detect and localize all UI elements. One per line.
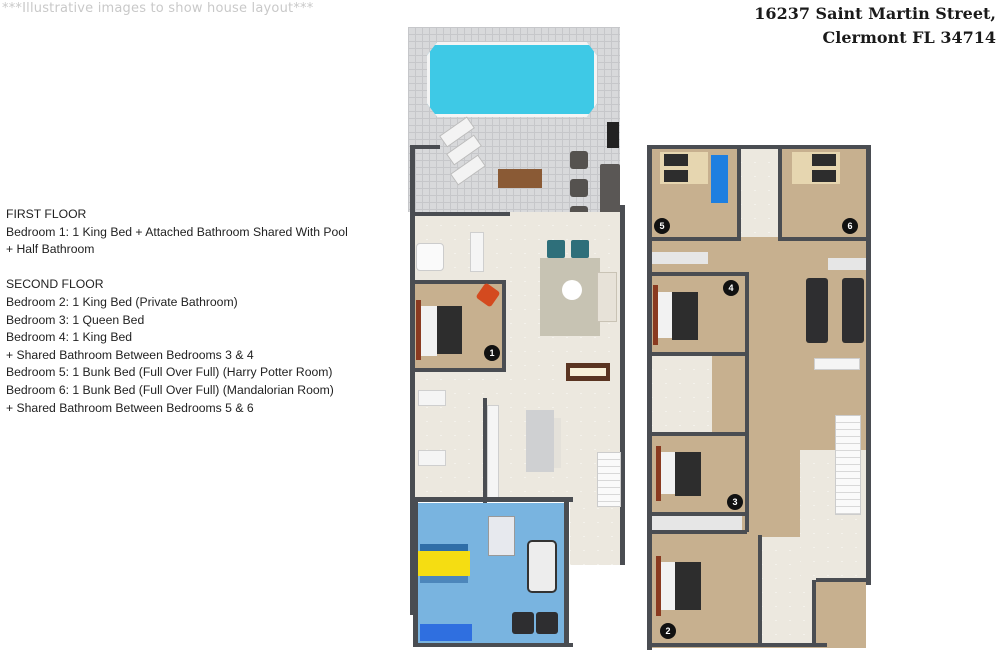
second-floor-stairs [835,415,861,515]
legend-line: Bedroom 3: 1 Queen Bed [6,312,145,327]
bedroom-badge-6: 6 [842,218,858,234]
game-table-yellow [418,551,470,576]
legend-line: Bedroom 6: 1 Bunk Bed (Full Over Full) (… [6,382,334,397]
address: 16237 Saint Martin Street, Clermont FL 3… [754,2,996,50]
bedroom-badge-4: 4 [723,280,739,296]
gaming-chair [512,612,534,634]
legend-line: + Shared Bathroom Between Bedrooms 3 & 4 [6,347,254,362]
gaming-desk [420,624,472,641]
accent-chair [547,240,565,258]
bedroom-badge-1: 1 [484,345,500,361]
headboard [416,300,421,360]
outdoor-chair [570,151,588,169]
laundry [418,450,446,466]
first-floor-stairs [597,452,621,507]
chairs-blue [420,544,468,551]
sofa [597,272,617,322]
bedroom-badge-5: 5 [654,218,670,234]
legend-line: Bedroom 5: 1 Bunk Bed (Full Over Full) (… [6,365,333,380]
king-bed [675,562,701,610]
bedroom-badge-3: 3 [727,494,743,510]
address-line-1: 16237 Saint Martin Street, [754,4,996,23]
disclaimer-text: ***Illustrative images to show house lay… [2,1,314,16]
king-bed [437,306,462,354]
coffee-table [562,280,582,300]
bunk-mattress [664,154,688,166]
theater-seats [806,278,828,343]
vanity [470,232,484,272]
headboard [656,556,661,616]
chairs-blue [420,576,468,583]
legend-line: Bedroom 2: 1 King Bed (Private Bathroom) [6,294,238,309]
theater-seats [842,278,864,343]
bathroom-5-6 [741,149,779,237]
pool [427,42,597,117]
bathtub [416,243,444,271]
queen-bed [675,452,701,496]
bed-pillows [421,306,437,356]
bathroom-3-4 [652,356,712,432]
blue-rug [711,155,728,203]
bunk-mattress [664,170,688,182]
outdoor-sofa [600,164,620,216]
legend-line: Bedroom 1: 1 King Bed + Attached Bathroo… [6,224,348,239]
bedroom-badge-2: 2 [660,623,676,639]
first-floor-title: FIRST FLOOR [6,207,87,221]
gaming-chair [536,612,558,634]
bed-pillows [661,562,675,610]
grill [607,122,619,148]
outdoor-chair [570,179,588,197]
half-bath-sink [418,390,446,406]
kitchen-island [526,410,554,472]
air-hockey-table [527,540,557,593]
accent-chair [571,240,589,258]
king-bed [672,292,698,340]
table-runner [570,368,606,376]
headboard [656,446,661,501]
second-floor-title: SECOND FLOOR [6,277,104,292]
outdoor-dining-table [498,169,542,188]
bed-pillows [661,452,675,494]
loft-desk [814,358,860,370]
foosball-table [488,516,515,556]
address-line-2: Clermont FL 34714 [822,28,996,47]
bunk-mattress [812,154,836,166]
bar-stools [554,418,561,468]
legend-line: Bedroom 4: 1 King Bed [6,330,133,345]
headboard [653,285,658,345]
bedroom-legend: FIRST FLOOR Bedroom 1: 1 King Bed + Atta… [6,206,348,417]
bunk-mattress [812,170,836,182]
legend-line: + Shared Bathroom Between Bedrooms 5 & 6 [6,400,254,415]
legend-line: + Half Bathroom [6,242,95,257]
bed-pillows [658,292,672,338]
